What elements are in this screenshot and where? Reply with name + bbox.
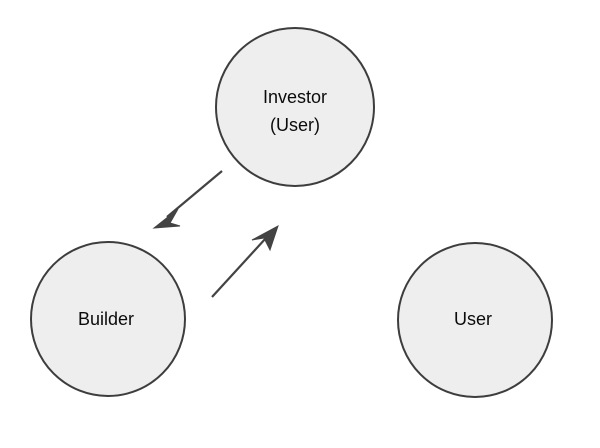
edge-investor-to-builder-arrowhead xyxy=(152,208,181,229)
node-user[interactable]: User xyxy=(397,242,553,398)
node-investor-label-line1: Investor xyxy=(263,87,327,107)
node-user-shape xyxy=(397,242,553,398)
edge-builder-to-investor-line xyxy=(211,237,267,298)
node-builder-shape xyxy=(30,241,186,397)
edge-investor-to-builder-line xyxy=(166,170,223,218)
edge-investor-to-builder[interactable] xyxy=(152,170,223,229)
node-user-label: User xyxy=(454,309,492,329)
edge-builder-to-investor[interactable] xyxy=(211,224,279,298)
node-builder-label: Builder xyxy=(78,309,134,329)
edge-builder-to-investor-arrowhead xyxy=(251,224,279,252)
node-investor-shape xyxy=(215,27,375,187)
node-builder[interactable]: Builder xyxy=(30,241,186,397)
node-investor[interactable]: Investor (User) xyxy=(215,27,375,187)
node-investor-label-line2: (User) xyxy=(270,115,320,135)
